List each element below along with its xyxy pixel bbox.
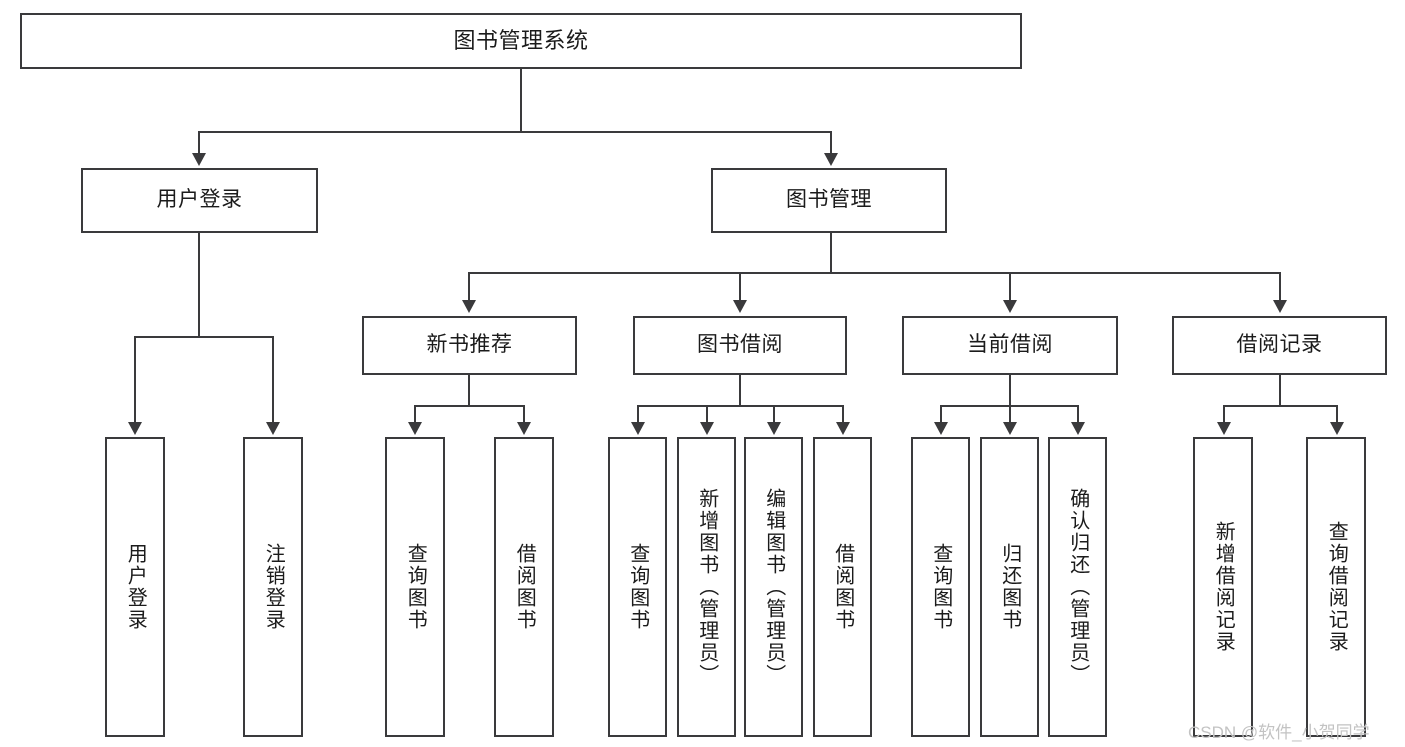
connector-user-login-stem bbox=[198, 233, 200, 337]
node-label: 图书借阅 bbox=[697, 333, 783, 357]
connector-user-login-to-leaf-2 bbox=[272, 336, 274, 422]
node-label: 图书管理系统 bbox=[453, 28, 589, 54]
leaf-confirm-return-admin[interactable]: 确认归还（管理员） bbox=[1048, 437, 1107, 737]
connector-book-borrow-to-leaf-2 bbox=[706, 405, 708, 422]
connector-new-book-to-leaf-2 bbox=[523, 405, 525, 422]
arrowhead-borrow-record-leaf-2 bbox=[1330, 422, 1344, 435]
arrowhead-book-manage-current bbox=[1003, 300, 1017, 313]
node-user-login[interactable]: 用户登录 bbox=[81, 168, 318, 233]
connector-current-borrow-to-leaf-3 bbox=[1077, 405, 1079, 422]
connector-borrow-record-to-leaf-1 bbox=[1223, 405, 1225, 422]
node-label: 确认归还（管理员） bbox=[1066, 488, 1089, 686]
connector-book-manage-to-record bbox=[1279, 272, 1281, 300]
connector-root-bus bbox=[198, 131, 832, 133]
arrowhead-user-login-leaf-1 bbox=[128, 422, 142, 435]
arrowhead-book-borrow-leaf-4 bbox=[836, 422, 850, 435]
node-label: 编辑图书（管理员） bbox=[762, 488, 785, 686]
leaf-return-book[interactable]: 归还图书 bbox=[980, 437, 1039, 737]
connector-root-stem bbox=[520, 69, 522, 132]
node-root-book-management-system[interactable]: 图书管理系统 bbox=[20, 13, 1022, 69]
arrowhead-book-borrow-leaf-2 bbox=[700, 422, 714, 435]
node-label: 用户登录 bbox=[124, 543, 147, 631]
leaf-query-book-new-book-rec[interactable]: 查询图书 bbox=[385, 437, 445, 737]
connector-book-manage-to-borrow bbox=[739, 272, 741, 300]
arrowhead-current-borrow-leaf-2 bbox=[1003, 422, 1017, 435]
node-label: 查询图书 bbox=[626, 543, 649, 631]
connector-book-borrow-to-leaf-3 bbox=[773, 405, 775, 422]
node-label: 新增借阅记录 bbox=[1212, 521, 1235, 653]
node-current-borrow[interactable]: 当前借阅 bbox=[902, 316, 1118, 375]
connector-root-to-user-login bbox=[198, 131, 200, 153]
node-label: 新书推荐 bbox=[426, 333, 513, 357]
arrowhead-book-borrow-leaf-1 bbox=[631, 422, 645, 435]
connector-root-to-book-manage bbox=[830, 131, 832, 153]
leaf-query-book-current-borrow[interactable]: 查询图书 bbox=[911, 437, 970, 737]
node-borrow-record[interactable]: 借阅记录 bbox=[1172, 316, 1387, 375]
arrowhead-book-manage-new-book bbox=[462, 300, 476, 313]
node-label: 归还图书 bbox=[998, 543, 1021, 631]
node-label: 新增图书（管理员） bbox=[695, 488, 718, 686]
arrowhead-user-login-leaf-2 bbox=[266, 422, 280, 435]
leaf-edit-book-admin[interactable]: 编辑图书（管理员） bbox=[744, 437, 803, 737]
leaf-query-book-borrow[interactable]: 查询图书 bbox=[608, 437, 667, 737]
arrowhead-book-borrow-leaf-3 bbox=[767, 422, 781, 435]
node-label: 借阅记录 bbox=[1236, 333, 1323, 357]
leaf-borrow-book-borrow[interactable]: 借阅图书 bbox=[813, 437, 872, 737]
connector-new-book-stem bbox=[468, 375, 470, 406]
connector-book-manage-stem bbox=[830, 233, 832, 273]
arrowhead-new-book-leaf-1 bbox=[408, 422, 422, 435]
arrowhead-current-borrow-leaf-3 bbox=[1071, 422, 1085, 435]
arrowhead-new-book-leaf-2 bbox=[517, 422, 531, 435]
leaf-borrow-book-new-book-rec[interactable]: 借阅图书 bbox=[494, 437, 554, 737]
leaf-query-borrow-record[interactable]: 查询借阅记录 bbox=[1306, 437, 1366, 737]
connector-current-borrow-stem bbox=[1009, 375, 1011, 406]
connector-book-borrow-stem bbox=[739, 375, 741, 406]
arrowhead-root-to-book-manage bbox=[824, 153, 838, 166]
connector-book-manage-to-current bbox=[1009, 272, 1011, 300]
connector-book-borrow-to-leaf-4 bbox=[842, 405, 844, 422]
node-label: 注销登录 bbox=[262, 543, 285, 631]
leaf-add-book-admin[interactable]: 新增图书（管理员） bbox=[677, 437, 736, 737]
node-label: 查询图书 bbox=[404, 543, 427, 631]
node-book-borrow[interactable]: 图书借阅 bbox=[633, 316, 847, 375]
connector-current-borrow-to-leaf-1 bbox=[940, 405, 942, 422]
leaf-user-login[interactable]: 用户登录 bbox=[105, 437, 165, 737]
connector-book-borrow-bus bbox=[637, 405, 843, 407]
connector-book-manage-bus bbox=[468, 272, 1280, 274]
connector-book-borrow-to-leaf-1 bbox=[637, 405, 639, 422]
node-label: 图书管理 bbox=[786, 188, 872, 212]
arrowhead-book-manage-borrow bbox=[733, 300, 747, 313]
connector-user-login-to-leaf-1 bbox=[134, 336, 136, 422]
connector-new-book-to-leaf-1 bbox=[414, 405, 416, 422]
node-label: 查询借阅记录 bbox=[1325, 521, 1348, 653]
connector-current-borrow-to-leaf-2 bbox=[1009, 405, 1011, 422]
leaf-logout[interactable]: 注销登录 bbox=[243, 437, 303, 737]
arrowhead-current-borrow-leaf-1 bbox=[934, 422, 948, 435]
node-label: 查询图书 bbox=[929, 543, 952, 631]
connector-user-login-bus bbox=[134, 336, 273, 338]
connector-borrow-record-bus bbox=[1223, 405, 1337, 407]
node-label: 用户登录 bbox=[156, 188, 243, 212]
connector-new-book-bus bbox=[414, 405, 524, 407]
connector-borrow-record-to-leaf-2 bbox=[1336, 405, 1338, 422]
leaf-add-borrow-record[interactable]: 新增借阅记录 bbox=[1193, 437, 1253, 737]
connector-book-manage-to-new-book bbox=[468, 272, 470, 300]
node-label: 借阅图书 bbox=[831, 543, 854, 631]
arrowhead-root-to-user-login bbox=[192, 153, 206, 166]
csdn-watermark: CSDN @软件_小贺同学 bbox=[1188, 723, 1370, 742]
node-label: 借阅图书 bbox=[513, 543, 536, 631]
node-new-book-recommendation[interactable]: 新书推荐 bbox=[362, 316, 577, 375]
arrowhead-book-manage-record bbox=[1273, 300, 1287, 313]
node-label: 当前借阅 bbox=[967, 333, 1053, 357]
node-book-management[interactable]: 图书管理 bbox=[711, 168, 947, 233]
arrowhead-borrow-record-leaf-1 bbox=[1217, 422, 1231, 435]
connector-borrow-record-stem bbox=[1279, 375, 1281, 406]
